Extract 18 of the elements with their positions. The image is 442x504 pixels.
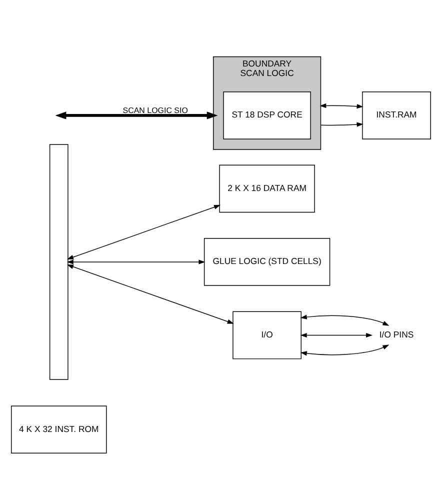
arrow bbox=[320, 103, 364, 109]
arrow bbox=[66, 260, 206, 264]
edge-label: SCAN LOGIC SIO bbox=[122, 106, 188, 116]
arrow bbox=[300, 344, 390, 356]
node-box: 4 K X 32 INST. ROM bbox=[11, 406, 107, 454]
node-box: 2 K X 16 DATA RAM bbox=[219, 164, 315, 213]
node-box: GLUE LOGIC (STD CELLS) bbox=[204, 238, 330, 286]
arrow bbox=[300, 314, 390, 326]
node-box: INST.RAM bbox=[362, 92, 431, 140]
node-bar bbox=[49, 144, 68, 380]
node-box: ST 18 DSP CORE bbox=[223, 92, 311, 140]
arrow bbox=[55, 112, 218, 120]
node-box: I/O bbox=[232, 311, 302, 360]
node-text: I/O PINS bbox=[379, 329, 414, 340]
arrow bbox=[66, 204, 221, 260]
arrow bbox=[320, 122, 364, 127]
arrow bbox=[300, 332, 373, 338]
arrow bbox=[66, 264, 234, 324]
